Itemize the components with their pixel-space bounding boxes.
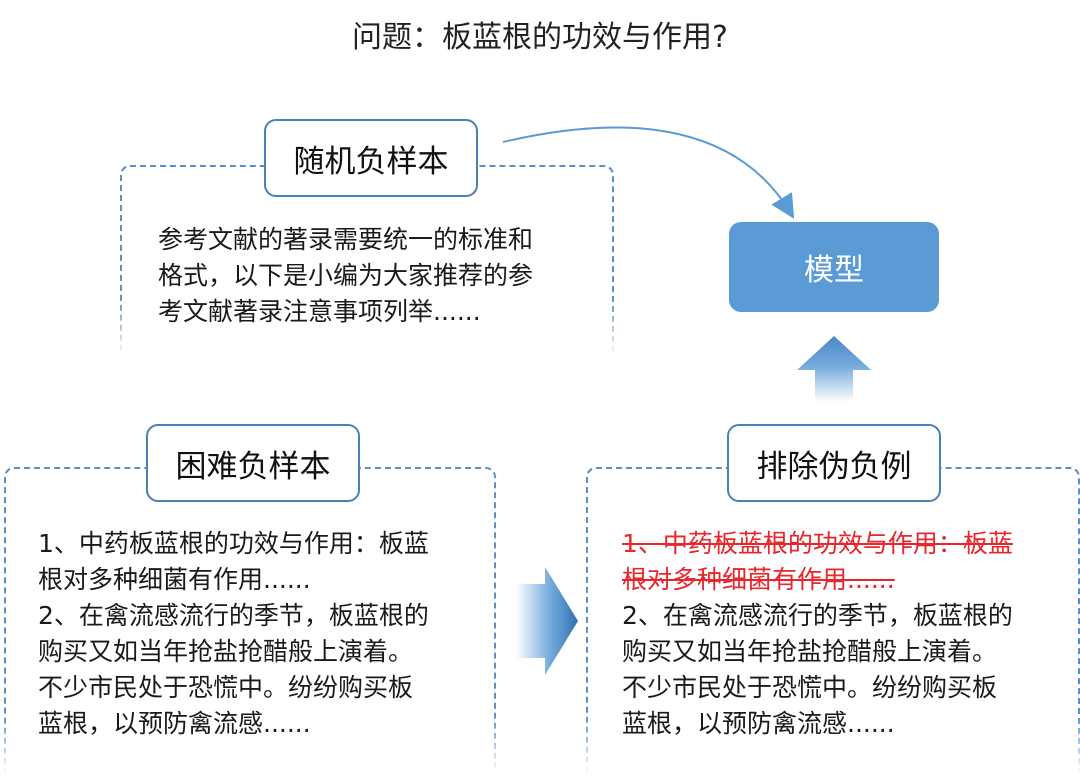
random-negative-label: 随机负样本 xyxy=(264,119,478,197)
exclude-false-negative-text: 1、中药板蓝根的功效与作用：板蓝 根对多种细菌有作用...... 2、在禽流感流… xyxy=(622,526,1062,742)
text-line: 蓝根，以预防禽流感...... xyxy=(622,709,895,738)
text-line: 参考文献的著录需要统一的标准和 xyxy=(158,225,534,254)
text-line: 1、中药板蓝根的功效与作用：板蓝 xyxy=(38,529,429,558)
hard-negative-label: 困难负样本 xyxy=(146,424,360,502)
text-line: 购买又如当年抢盐抢醋般上演着。 xyxy=(622,637,998,666)
text-line: 不少市民处于恐慌中。纷纷购买板 xyxy=(622,673,998,702)
text-line: 根对多种细菌有作用...... xyxy=(38,565,311,594)
curved-arrow-icon xyxy=(502,126,795,219)
hard-negative-panel xyxy=(2,467,498,774)
text-line: 购买又如当年抢盐抢醋般上演着。 xyxy=(38,637,414,666)
right-arrow-icon xyxy=(516,567,578,675)
struck-text-line: 1、中药板蓝根的功效与作用：板蓝 xyxy=(622,529,1013,558)
model-box: 模型 xyxy=(729,222,939,312)
up-arrow-icon xyxy=(797,336,871,402)
exclude-false-negative-panel xyxy=(584,467,1080,774)
text-line: 格式，以下是小编为大家推荐的参 xyxy=(158,261,534,290)
struck-text-line: 根对多种细菌有作用...... xyxy=(622,565,895,594)
text-line: 不少市民处于恐慌中。纷纷购买板 xyxy=(38,673,414,702)
hard-negative-text: 1、中药板蓝根的功效与作用：板蓝 根对多种细菌有作用...... 2、在禽流感流… xyxy=(38,526,478,742)
random-negative-text: 参考文献的著录需要统一的标准和 格式，以下是小编为大家推荐的参 考文献著录注意事… xyxy=(158,222,598,330)
text-line: 2、在禽流感流行的季节，板蓝根的 xyxy=(38,601,429,630)
text-line: 2、在禽流感流行的季节，板蓝根的 xyxy=(622,601,1013,630)
exclude-false-negative-label: 排除伪负例 xyxy=(727,424,941,502)
random-negative-panel xyxy=(118,165,616,357)
text-line: 蓝根，以预防禽流感...... xyxy=(38,709,311,738)
page-title: 问题：板蓝根的功效与作用? xyxy=(352,20,728,55)
text-line: 考文献著录注意事项列举...... xyxy=(158,297,481,326)
